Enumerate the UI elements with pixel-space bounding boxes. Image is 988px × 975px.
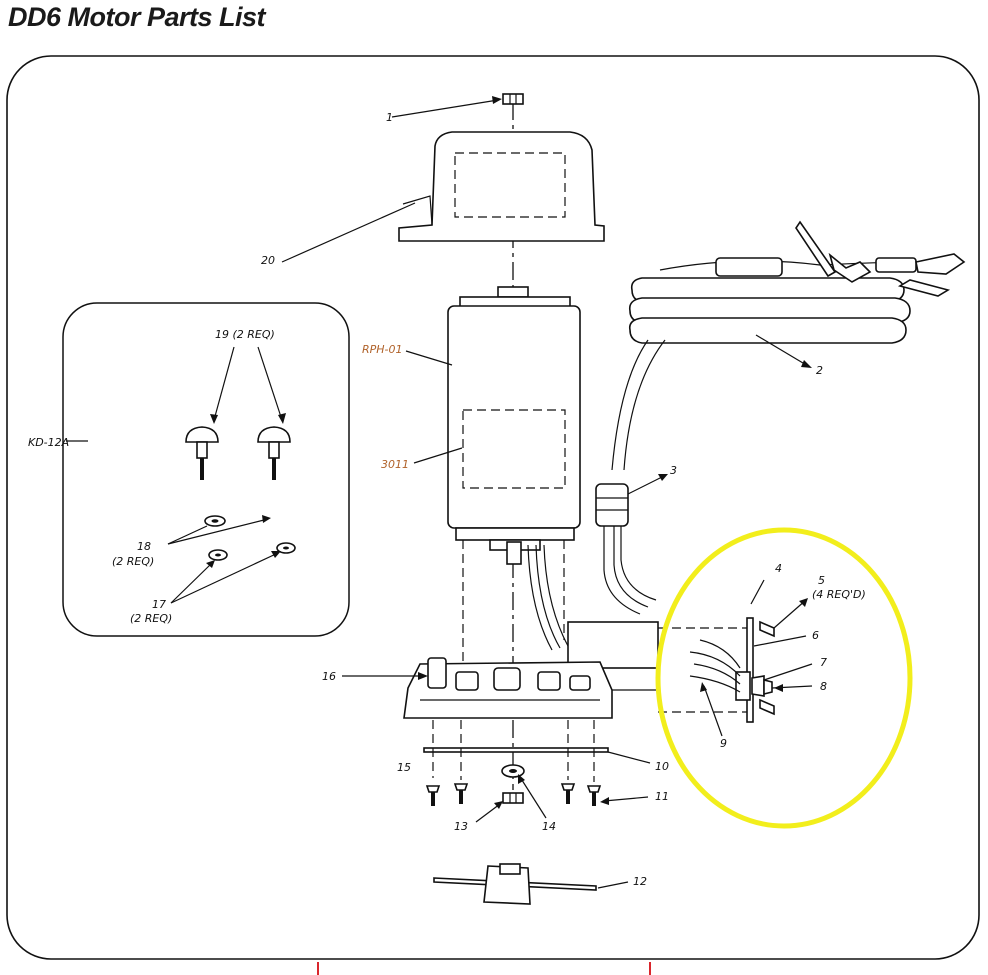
label-18: 18 — [137, 540, 151, 553]
part-3-strain-relief: 3 — [595, 464, 677, 615]
highlight-ellipse — [655, 527, 913, 829]
inset-kd12a: KD-12A 19 (2 REQ) 18 (2 REQ) — [28, 302, 350, 637]
label-14: 14 — [542, 820, 556, 833]
part-12-bracket: 12 — [433, 863, 647, 905]
motor-rph01: RPH-01 3011 — [362, 286, 581, 565]
label-1: 1 — [386, 111, 393, 124]
label-11: 11 — [655, 790, 669, 803]
label-rph01: RPH-01 — [362, 343, 403, 356]
label-18-qty: (2 REQ) — [112, 555, 154, 568]
part-13-14-nut-washer: 13 14 — [454, 764, 556, 833]
label-19: 19 (2 REQ) — [215, 328, 275, 341]
part-16-base: 16 — [322, 657, 660, 719]
label-17: 17 — [152, 598, 166, 611]
part-20-cover: 20 — [261, 131, 605, 267]
switch-bracket-box — [567, 621, 750, 713]
label-2: 2 — [816, 364, 823, 377]
label-10: 10 — [655, 760, 669, 773]
switch-assembly: 4 5 (4 REQ'D) 6 7 8 9 — [689, 562, 866, 750]
diagram-frame — [6, 55, 980, 960]
label-15: 15 — [397, 761, 411, 774]
label-12: 12 — [633, 875, 647, 888]
knob-part-19a — [185, 426, 219, 480]
label-13: 13 — [454, 820, 468, 833]
label-9: 9 — [720, 737, 727, 750]
label-16: 16 — [322, 670, 336, 683]
label-20: 20 — [261, 254, 275, 267]
label-8: 8 — [820, 680, 827, 693]
page-title: DD6 Motor Parts List — [8, 2, 266, 32]
label-17-qty: (2 REQ) — [130, 612, 172, 625]
label-4: 4 — [775, 562, 782, 575]
label-6: 6 — [812, 629, 819, 642]
label-7: 7 — [820, 656, 827, 669]
screws-15-11: 15 11 — [397, 720, 669, 806]
label-5-qty: (4 REQ'D) — [812, 588, 866, 601]
knob-part-19b — [257, 426, 291, 480]
part-1-nut: 1 — [386, 93, 524, 124]
label-3: 3 — [670, 464, 677, 477]
part-2-cable: 2 — [611, 220, 966, 471]
inset-label: KD-12A — [28, 436, 69, 449]
part-10-gasket: 10 — [423, 747, 669, 773]
label-3011: 3011 — [381, 458, 409, 471]
label-5: 5 — [818, 574, 825, 587]
